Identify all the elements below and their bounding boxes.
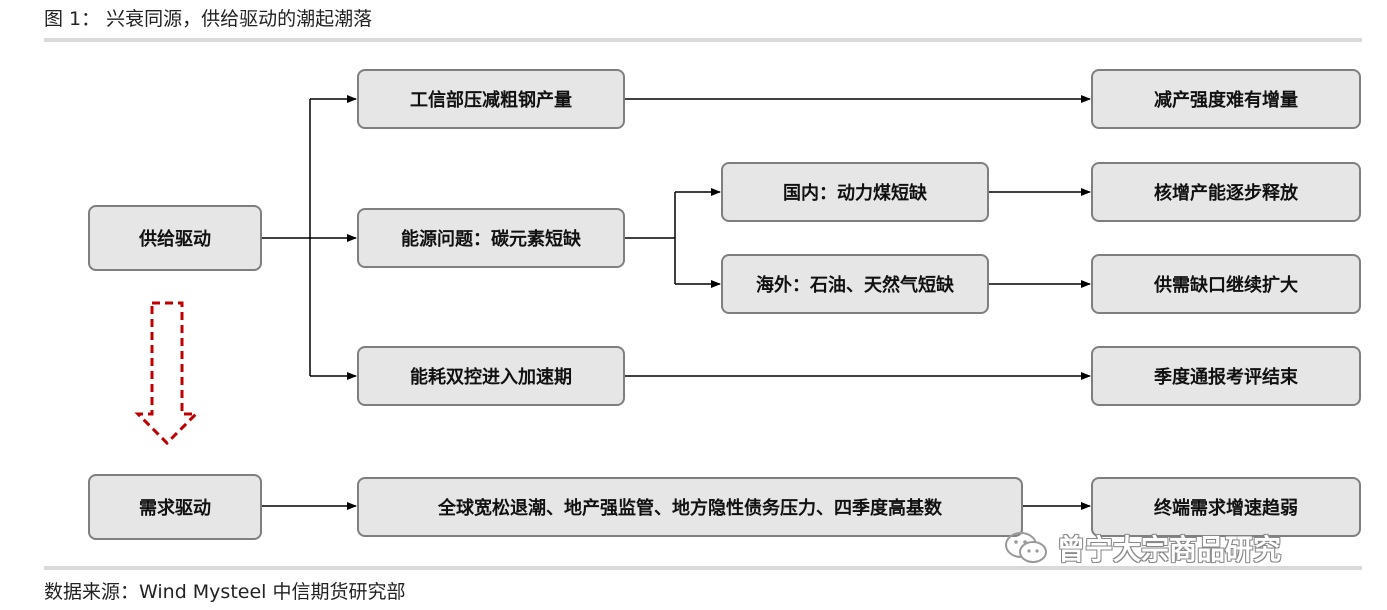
dual-control-box: 能耗双控进入加速期 [357, 346, 625, 406]
overseas-result-box: 供需缺口继续扩大 [1091, 254, 1361, 314]
overseas-oil-box: 海外：石油、天然气短缺 [721, 254, 989, 314]
energy-issue-box: 能源问题：碳元素短缺 [357, 208, 625, 268]
domestic-result-label: 核增产能逐步释放 [1154, 183, 1298, 204]
demand-cause-label: 全球宽松退潮、地产强监管、地方隐性债务压力、四季度高基数 [438, 498, 942, 519]
steel-result-label: 减产强度难有增量 [1154, 90, 1298, 111]
figure-title: 图 1： 兴衰同源，供给驱动的潮起潮落 [44, 8, 373, 30]
watermark-text: 曾宁大宗商品研究 [1057, 533, 1282, 566]
dual-control-result-box: 季度通报考评结束 [1091, 346, 1361, 406]
dual-control-label: 能耗双控进入加速期 [410, 367, 572, 388]
watermark: 曾宁大宗商品研究 [1003, 528, 1281, 568]
energy-issue-label: 能源问题：碳元素短缺 [401, 229, 581, 250]
bottom-rule [44, 566, 1362, 570]
supply-driver-box: 供给驱动 [88, 205, 262, 271]
demand-result-label: 终端需求增速趋弱 [1154, 498, 1298, 519]
demand-driver-label: 需求驱动 [139, 498, 211, 519]
dual-control-result-label: 季度通报考评结束 [1154, 367, 1298, 388]
demand-driver-box: 需求驱动 [88, 474, 262, 540]
wechat-icon [1005, 532, 1047, 563]
overseas-result-label: 供需缺口继续扩大 [1154, 275, 1298, 296]
demand-result-box: 终端需求增速趋弱 [1091, 477, 1361, 537]
transition-arrow [134, 301, 200, 446]
steel-cut-label: 工信部压减粗钢产量 [410, 90, 572, 111]
supply-driver-label: 供给驱动 [139, 229, 211, 250]
domestic-coal-box: 国内：动力煤短缺 [721, 162, 989, 222]
data-source: 数据来源：Wind Mysteel 中信期货研究部 [44, 581, 406, 603]
overseas-oil-label: 海外：石油、天然气短缺 [756, 275, 954, 296]
top-rule [44, 38, 1362, 42]
steel-result-box: 减产强度难有增量 [1091, 69, 1361, 129]
domestic-result-box: 核增产能逐步释放 [1091, 162, 1361, 222]
domestic-coal-label: 国内：动力煤短缺 [783, 183, 927, 204]
steel-cut-box: 工信部压减粗钢产量 [357, 69, 625, 129]
demand-cause-box: 全球宽松退潮、地产强监管、地方隐性债务压力、四季度高基数 [357, 477, 1023, 537]
